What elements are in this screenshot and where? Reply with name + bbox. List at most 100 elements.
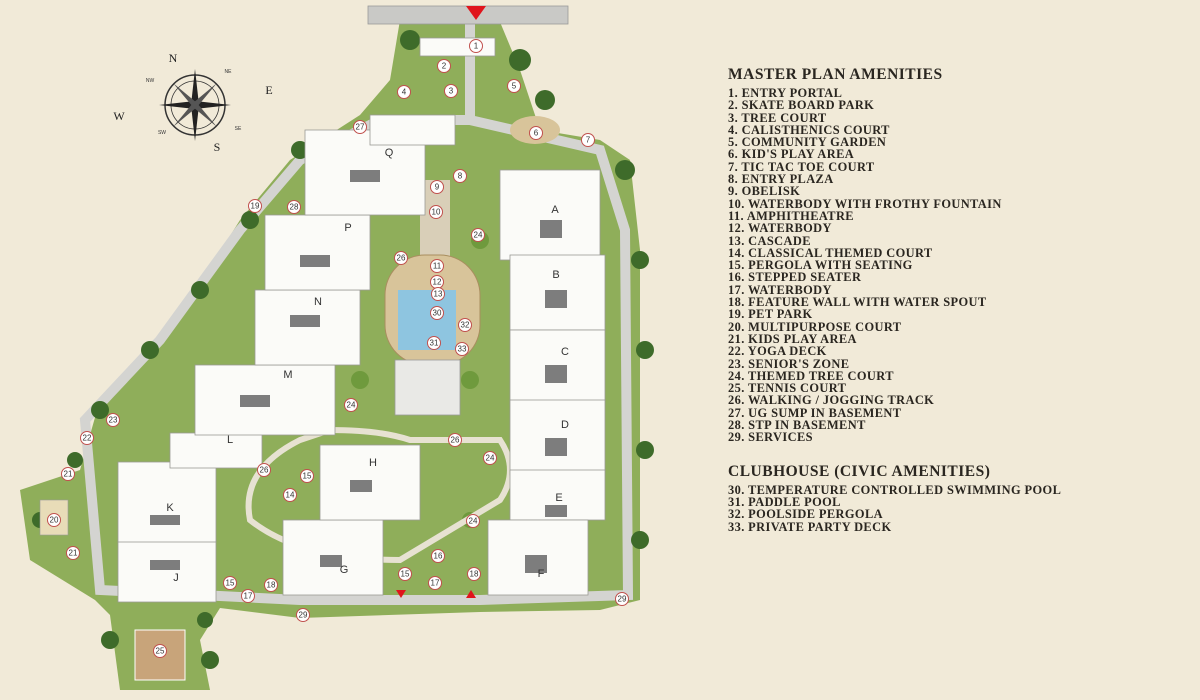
amenity-marker-label: 9 bbox=[435, 183, 440, 192]
svg-text:D: D bbox=[561, 419, 569, 431]
legend-item: 25. TENNIS COURT bbox=[728, 381, 847, 396]
amenity-marker-33: 33 bbox=[455, 342, 469, 356]
legend-item: 1. ENTRY PORTAL bbox=[728, 86, 843, 100]
amenity-marker-23: 23 bbox=[106, 413, 120, 427]
amenity-marker-1: 1 bbox=[469, 39, 483, 53]
legend-item: 20. MULTIPURPOSE COURT bbox=[728, 319, 902, 334]
amenity-marker-label: 29 bbox=[299, 611, 308, 620]
amenity-marker-6: 6 bbox=[529, 126, 543, 140]
building-A: A bbox=[499, 169, 601, 261]
svg-text:P: P bbox=[344, 222, 351, 234]
amenity-marker-10: 10 bbox=[429, 205, 443, 219]
amenity-marker-25: 25 bbox=[153, 644, 167, 658]
amenity-marker-label: 4 bbox=[402, 88, 407, 97]
amenity-marker-label: 14 bbox=[286, 491, 295, 500]
amenity-marker-26: 26 bbox=[257, 463, 271, 477]
amenity-marker-20: 20 bbox=[47, 513, 61, 527]
legend-item: 31. PADDLE POOL bbox=[728, 494, 841, 509]
amenity-marker-label: 17 bbox=[431, 579, 440, 588]
compass-w-label: W bbox=[113, 109, 125, 123]
amenity-marker-9: 9 bbox=[430, 180, 444, 194]
amenity-marker-29: 29 bbox=[615, 592, 629, 606]
amenity-marker-13: 13 bbox=[431, 287, 445, 301]
amenity-marker-label: 24 bbox=[474, 231, 483, 240]
compass-se-label: SE bbox=[235, 126, 242, 132]
building-entry-block bbox=[419, 37, 496, 57]
amenity-marker-24: 24 bbox=[483, 451, 497, 465]
clubhouse bbox=[394, 359, 461, 416]
multipurpose-court bbox=[39, 499, 69, 536]
entry-arrow-bottom-icon bbox=[466, 590, 476, 598]
amenity-marker-label: 33 bbox=[458, 345, 467, 354]
svg-text:K: K bbox=[166, 502, 174, 514]
amenity-marker-18: 18 bbox=[264, 578, 278, 592]
amenity-marker-label: 24 bbox=[347, 401, 356, 410]
legend-item: 28. STP IN BASEMENT bbox=[728, 418, 866, 433]
svg-text:N: N bbox=[314, 296, 322, 308]
amenity-marker-label: 17 bbox=[244, 592, 253, 601]
building-J: J bbox=[117, 539, 217, 603]
legend-item: 11. AMPHITHEATRE bbox=[728, 208, 854, 223]
amenity-marker-label: 16 bbox=[434, 552, 443, 561]
building-N: N bbox=[254, 289, 361, 366]
amenity-marker-12: 12 bbox=[430, 275, 444, 289]
amenity-marker-label: 18 bbox=[267, 581, 276, 590]
amenity-marker-label: 8 bbox=[458, 172, 463, 181]
building-E: E bbox=[509, 469, 606, 521]
amenity-marker-21: 21 bbox=[66, 546, 80, 560]
legend-item: 5. COMMUNITY GARDEN bbox=[728, 135, 887, 150]
building-L: L bbox=[169, 432, 263, 469]
amenity-marker-5: 5 bbox=[507, 79, 521, 93]
amenity-marker-label: 1 bbox=[474, 42, 479, 51]
amenity-marker-label: 26 bbox=[260, 466, 269, 475]
legend-item: 2. SKATE BOARD PARK bbox=[728, 98, 875, 113]
building-D: D bbox=[509, 399, 606, 476]
amenity-marker-label: 23 bbox=[109, 416, 118, 425]
amenity-marker-label: 29 bbox=[618, 595, 627, 604]
amenity-marker-label: 25 bbox=[156, 647, 165, 656]
compass-ne-label: NE bbox=[225, 69, 233, 75]
amenity-marker-24: 24 bbox=[466, 514, 480, 528]
legend-item: 12. WATERBODY bbox=[728, 221, 832, 236]
amenity-marker-15: 15 bbox=[300, 469, 314, 483]
amenity-marker-label: 2 bbox=[442, 62, 447, 71]
amenity-marker-7: 7 bbox=[581, 133, 595, 147]
clubhouse-title: CLUBHOUSE (CIVIC AMENITIES) bbox=[728, 462, 991, 480]
amenity-marker-label: 15 bbox=[303, 472, 312, 481]
legend-item: 22. YOGA DECK bbox=[728, 344, 827, 359]
amenity-marker-17: 17 bbox=[428, 576, 442, 590]
building-K: K bbox=[117, 461, 217, 543]
legend-item: 24. THEMED TREE COURT bbox=[728, 368, 894, 383]
compass-rose: N S E W NE NW SE SW bbox=[113, 51, 272, 154]
legend-item: 18. FEATURE WALL WITH WATER SPOUT bbox=[728, 295, 987, 310]
amenity-marker-label: 26 bbox=[397, 254, 406, 263]
legend-item: 9. OBELISK bbox=[728, 184, 801, 199]
amenity-marker-32: 32 bbox=[458, 318, 472, 332]
clubhouse-list: 30. TEMPERATURE CONTROLLED SWIMMING POOL… bbox=[728, 482, 1188, 533]
amenity-marker-label: 7 bbox=[586, 136, 591, 145]
svg-text:C: C bbox=[561, 346, 569, 358]
amenity-marker-label: 3 bbox=[449, 87, 454, 96]
legend-item: 30. TEMPERATURE CONTROLLED SWIMMING POOL bbox=[728, 482, 1062, 497]
amenity-marker-26: 26 bbox=[448, 433, 462, 447]
legend-item: 32. POOLSIDE PERGOLA bbox=[728, 507, 883, 522]
legend-item: 4. CALISTHENICS COURT bbox=[728, 122, 890, 137]
legend-item: 21. KIDS PLAY AREA bbox=[728, 331, 857, 346]
amenity-marker-label: 5 bbox=[512, 82, 517, 91]
amenity-marker-4: 4 bbox=[397, 85, 411, 99]
amenity-marker-label: 21 bbox=[64, 470, 73, 479]
building-B: B bbox=[509, 254, 606, 331]
amenity-marker-label: 31 bbox=[430, 339, 439, 348]
legend-item: 8. ENTRY PLAZA bbox=[728, 172, 834, 187]
amenity-marker-label: 19 bbox=[251, 202, 260, 211]
compass-sw-label: SW bbox=[158, 130, 166, 136]
amenity-marker-label: 11 bbox=[433, 262, 442, 271]
legend-item: 3. TREE COURT bbox=[728, 110, 827, 125]
amenity-marker-18: 18 bbox=[467, 567, 481, 581]
legend-item: 15. PERGOLA WITH SEATING bbox=[728, 258, 913, 273]
svg-text:Q: Q bbox=[385, 147, 394, 159]
exit-arrow-icon bbox=[396, 590, 406, 598]
legend-item: 27. UG SUMP IN BASEMENT bbox=[728, 405, 902, 420]
amenity-marker-24: 24 bbox=[344, 398, 358, 412]
